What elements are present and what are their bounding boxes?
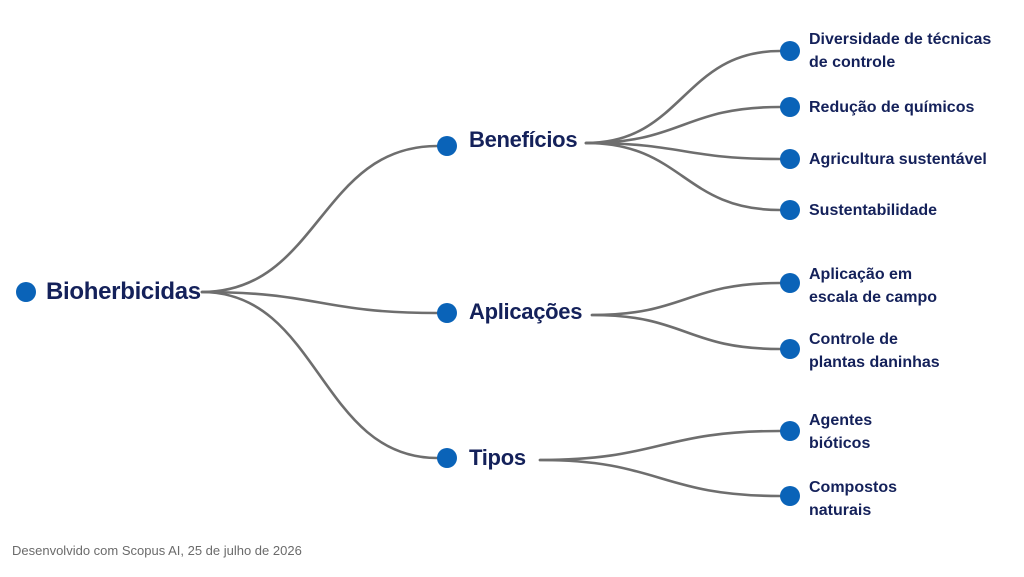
branch-node-dot-beneficios	[437, 136, 457, 156]
branch-label-tipos: Tipos	[469, 445, 526, 470]
leaf-node-dot	[780, 273, 800, 293]
root-label: Bioherbicidas	[46, 278, 201, 305]
leaf-label-aplicacao-campo: Aplicação em escala de campo	[809, 266, 938, 306]
leaf-label-agentes: Agentes bióticos	[809, 412, 873, 452]
connector-tipos-leaf	[538, 458, 782, 498]
leaf-label-sustentabilidade: Sustentabilidade	[809, 202, 938, 219]
connector-beneficios-leaf	[584, 141, 782, 212]
leaf-node-dot	[780, 339, 800, 359]
leaf-node-dot	[780, 200, 800, 220]
connector-beneficios-leaf	[584, 141, 782, 161]
branch-label-aplicacoes: Aplicações	[469, 299, 583, 324]
leaf-node-dot	[780, 41, 800, 61]
connector-aplicacoes-leaf	[590, 313, 782, 351]
connector-root-aplicacoes	[200, 290, 439, 315]
leaf-label-controle-plantas: Controle de plantas daninhas	[809, 331, 940, 371]
leaf-label-diversidade: Diversidade de técnicas de controle	[809, 31, 992, 71]
leaf-node-dot	[780, 486, 800, 506]
connector-root-beneficios	[200, 144, 439, 294]
leaf-node-dot	[780, 97, 800, 117]
leaf-label-reducao: Redução de químicos	[809, 99, 975, 116]
branch-label-beneficios: Benefícios	[469, 127, 578, 152]
connector-beneficios-leaf	[584, 49, 782, 145]
footer-credit: Desenvolvido com Scopus AI, 25 de julho …	[12, 543, 302, 558]
branch-node-dot-tipos	[437, 448, 457, 468]
leaf-node-dot	[780, 149, 800, 169]
connector-aplicacoes-leaf	[590, 281, 782, 317]
branch-node-dot-aplicacoes	[437, 303, 457, 323]
connector-beneficios-leaf	[584, 105, 782, 145]
root-node-dot	[16, 282, 36, 302]
connector-tipos-leaf	[538, 429, 782, 462]
leaf-node-dot	[780, 421, 800, 441]
leaf-label-compostos: Compostos naturais	[809, 479, 897, 519]
leaf-label-agricultura: Agricultura sustentável	[809, 151, 987, 168]
connector-root-tipos	[200, 290, 439, 460]
